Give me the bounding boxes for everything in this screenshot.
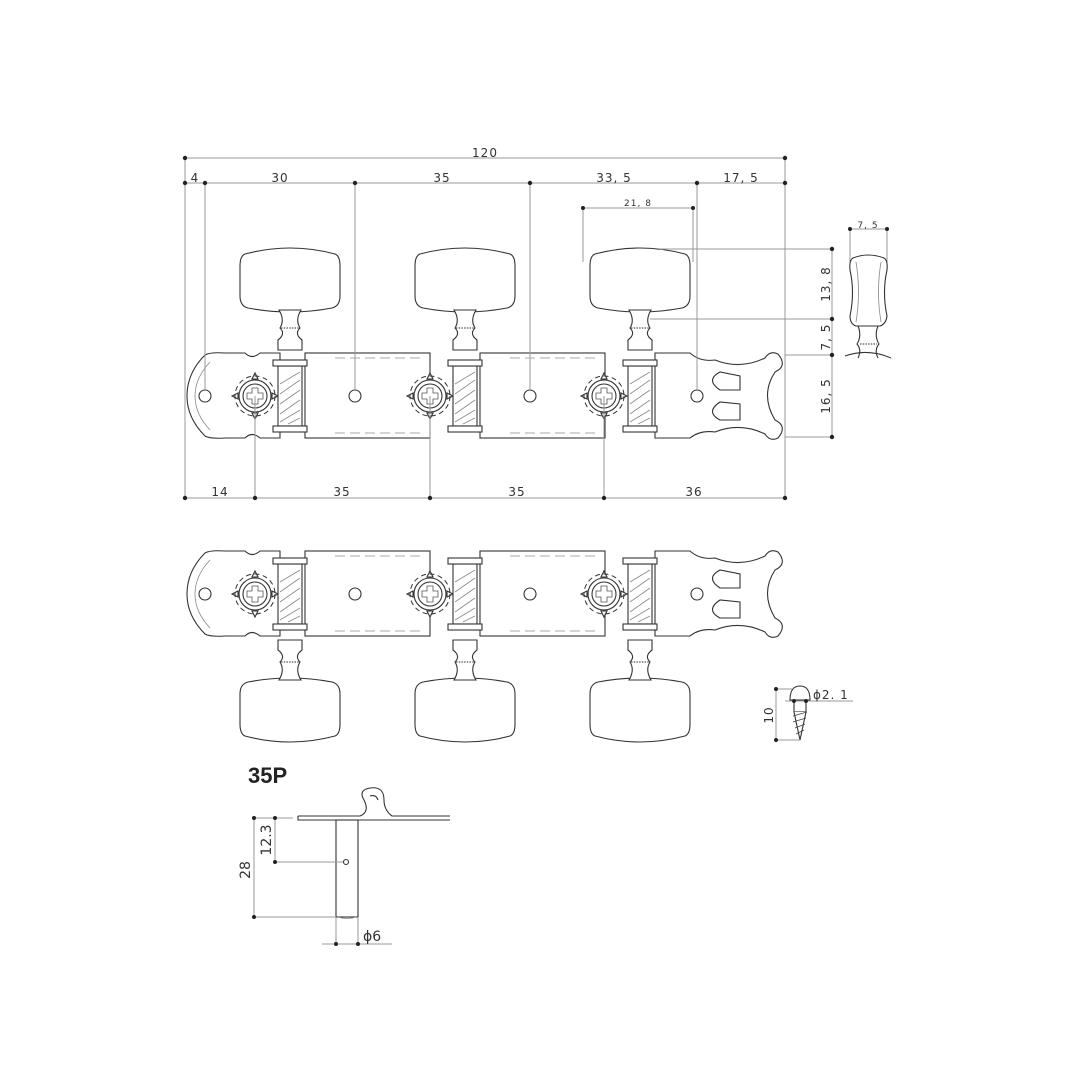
dim-post-height: 28: [238, 861, 254, 879]
dim-shaft-height: 7, 5: [819, 324, 833, 351]
side-dimensions: 13, 8 7, 5 16, 5: [650, 246, 835, 440]
top-dimensions: 120 4 30 35 33, 5 17, 5 21, 8: [182, 146, 788, 498]
dim-top-seg-4: 33, 5: [596, 171, 632, 185]
dim-screw-length: 10: [762, 706, 776, 723]
dim-plate-height: 16, 5: [819, 378, 833, 414]
dim-knob-offset: 21, 8: [624, 199, 652, 209]
screw-detail: ϕ2. 1 10: [762, 685, 853, 742]
dim-hole-height: 12.3: [259, 824, 275, 855]
dim-bottom-seg-2: 35: [333, 485, 350, 499]
bottom-view-assembly: [186, 550, 783, 743]
dim-top-seg-3: 35: [433, 171, 450, 185]
dim-bottom-seg-1: 14: [211, 485, 228, 499]
bottom-dimensions: 14 35 35 36: [182, 396, 788, 501]
dim-post-diameter: ϕ6: [363, 929, 381, 945]
dim-top-seg-5: 17, 5: [723, 171, 759, 185]
dim-bottom-seg-4: 36: [685, 485, 702, 499]
dim-screw-diameter: ϕ2. 1: [813, 688, 849, 702]
side-knob-view: 7, 5: [844, 221, 892, 359]
dim-overall-length: 120: [472, 146, 498, 160]
dim-top-seg-1: 4: [191, 171, 200, 185]
dim-knob-height: 13, 8: [819, 266, 833, 302]
dim-knob-width: 7, 5: [857, 221, 878, 231]
dim-bottom-seg-3: 35: [508, 485, 525, 499]
model-label: 35P: [248, 763, 287, 788]
post-detail: 35P 12.3 28 ϕ6: [238, 763, 450, 946]
top-view-assembly: [186, 247, 783, 440]
dim-top-seg-2: 30: [271, 171, 288, 185]
